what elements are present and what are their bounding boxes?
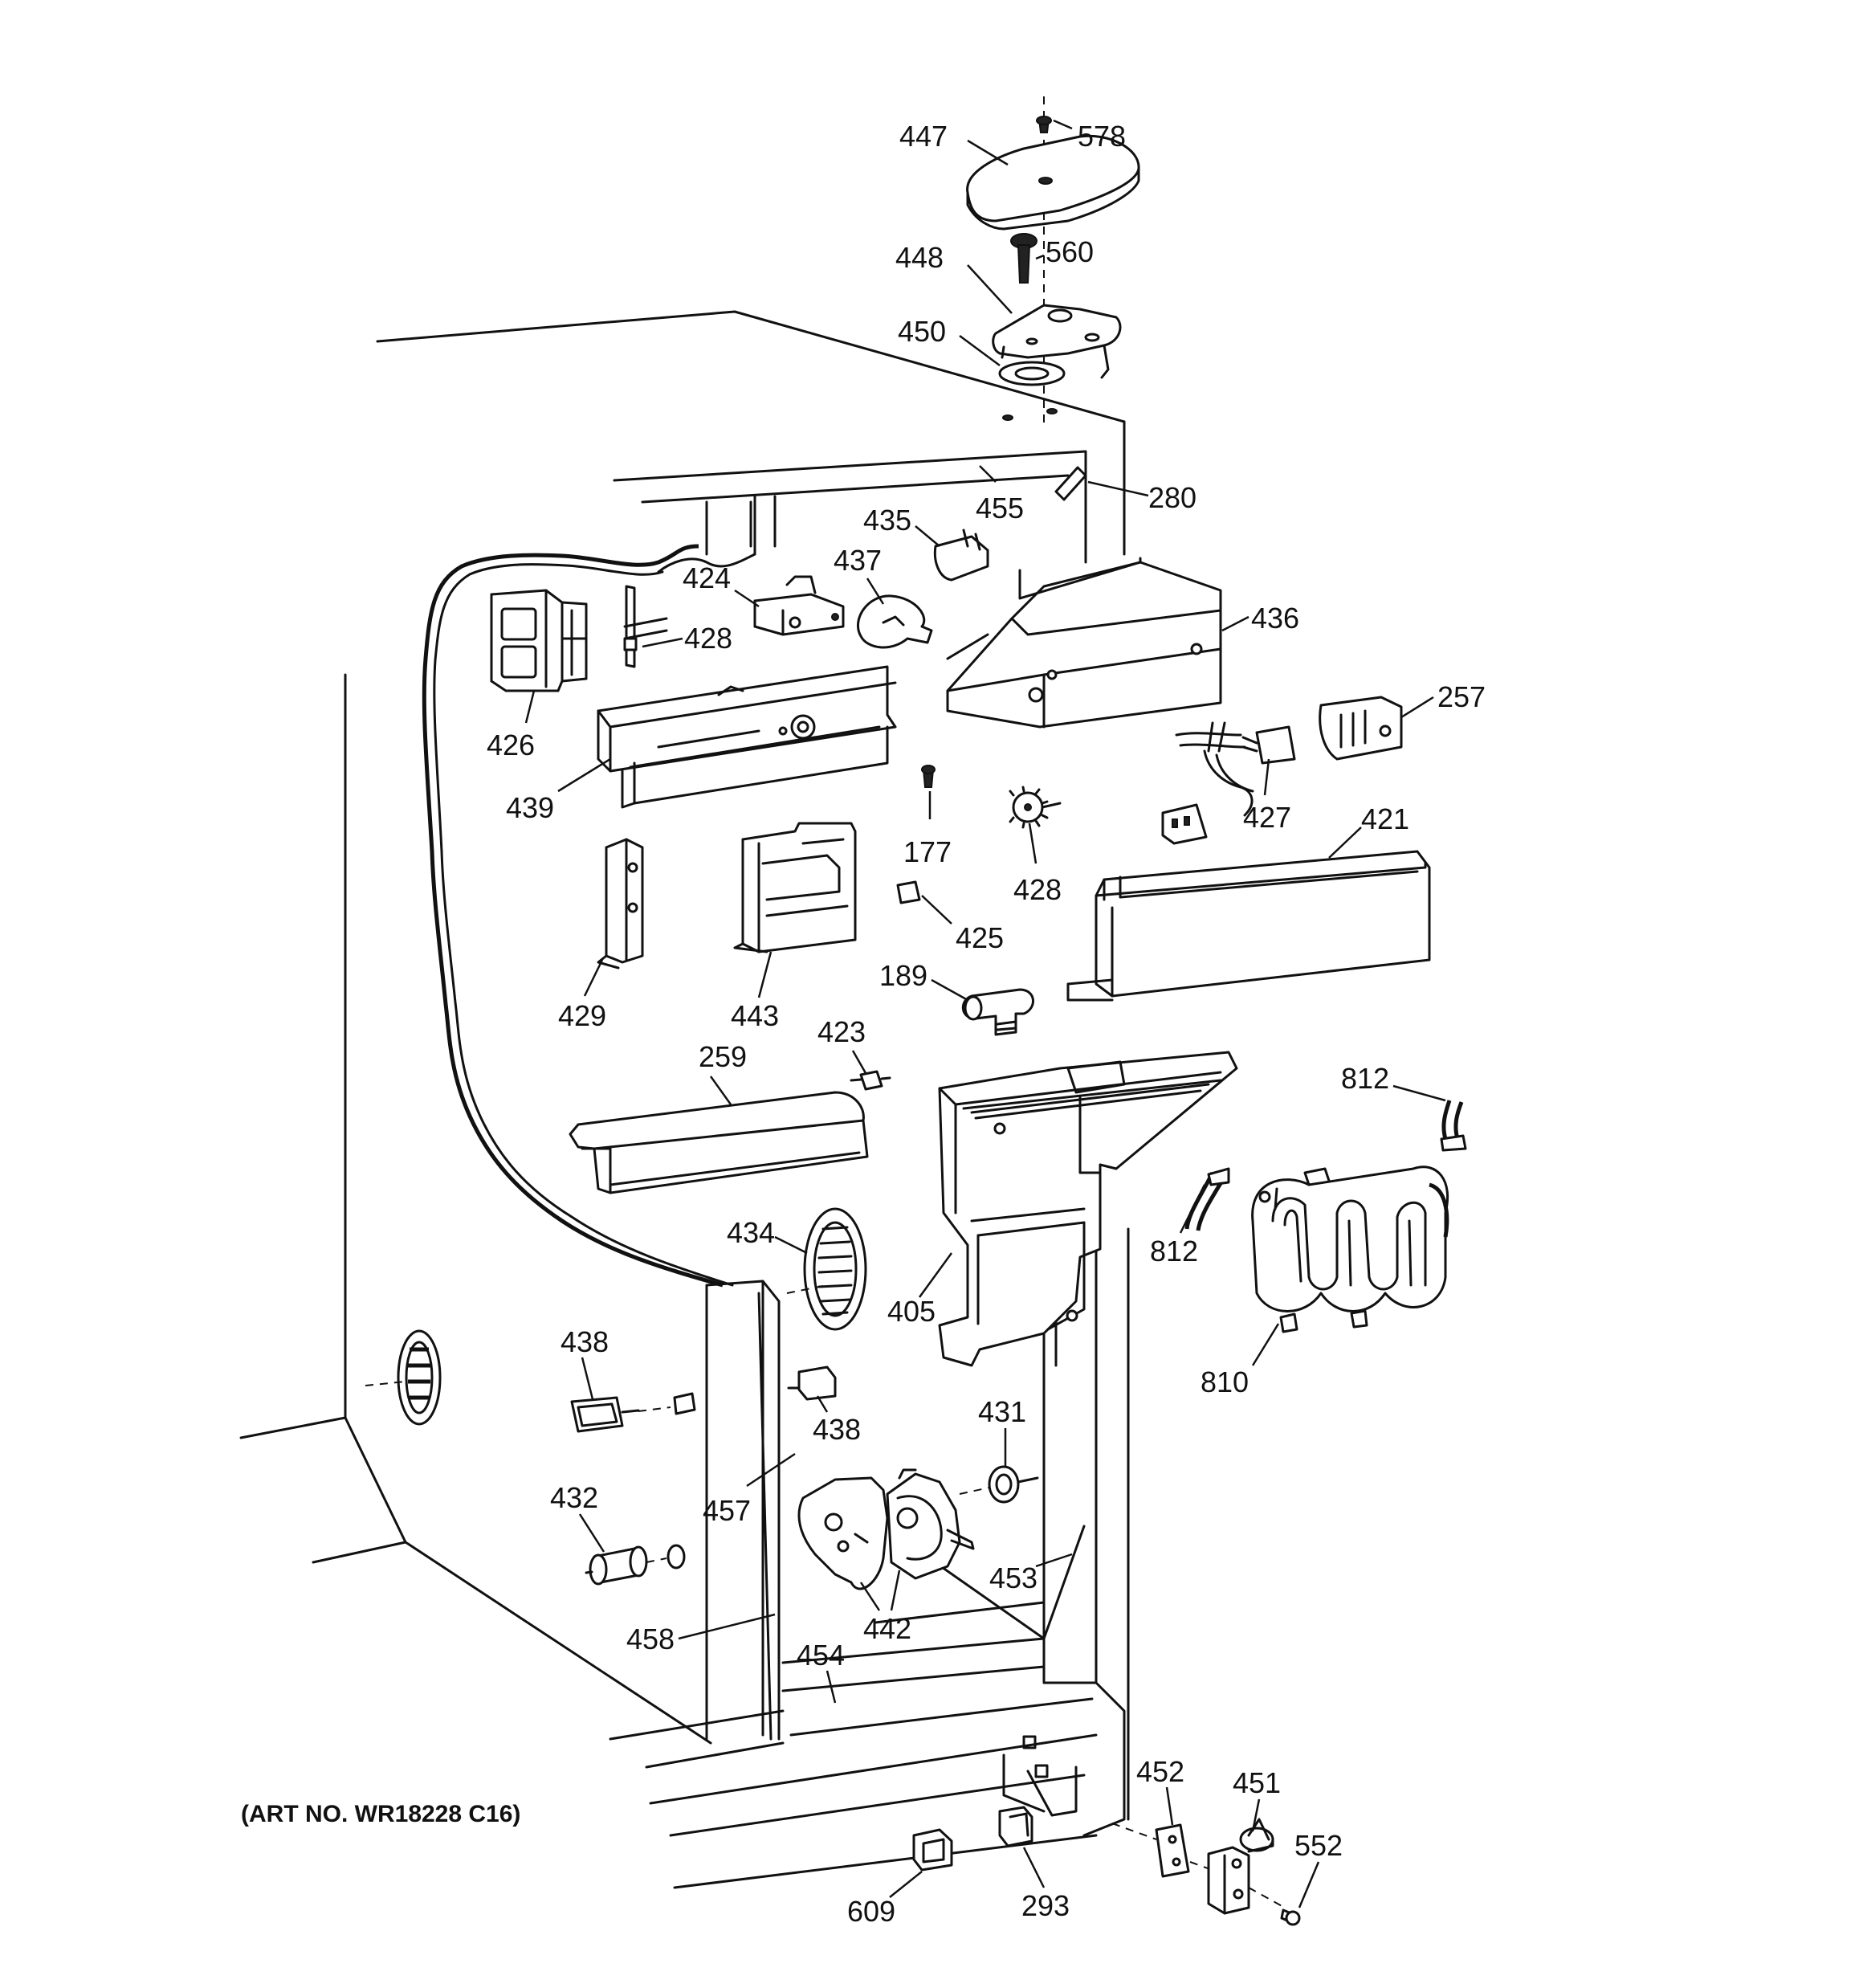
label-447: 447 [899,120,948,153]
upper-parts [490,466,1431,1091]
label-443: 443 [731,999,779,1032]
label-424: 424 [683,561,731,594]
label-578: 578 [1078,120,1126,153]
label-427: 427 [1243,801,1291,834]
label-428b: 428 [1013,873,1062,906]
label-431: 431 [978,1395,1026,1428]
label-560: 560 [1046,235,1094,268]
label-437: 437 [834,544,882,577]
label-438b: 438 [813,1413,861,1446]
part-labels: 447 578 448 560 450 280 455 435 437 424 … [241,120,1486,1928]
label-429: 429 [558,999,606,1032]
middle-parts [365,1051,1467,1433]
label-453: 453 [989,1561,1037,1594]
label-293: 293 [1021,1889,1070,1922]
label-432: 432 [550,1481,598,1514]
label-452: 452 [1136,1755,1184,1788]
label-405: 405 [887,1295,936,1328]
label-812a: 812 [1341,1062,1389,1095]
label-434: 434 [727,1216,775,1249]
label-455: 455 [976,492,1024,525]
leader-lines [524,119,1446,1908]
art-number: (ART NO. WR18228 C16) [241,1801,520,1827]
label-439: 439 [506,791,554,824]
label-812b: 812 [1150,1235,1198,1268]
label-428a: 428 [684,622,732,655]
label-552: 552 [1294,1829,1343,1862]
top-hinge-assembly [966,96,1140,426]
label-259: 259 [699,1040,747,1073]
label-425: 425 [956,921,1004,954]
label-454: 454 [797,1639,845,1672]
label-442: 442 [863,1612,911,1645]
label-457: 457 [703,1494,751,1527]
label-435: 435 [863,504,911,537]
label-448: 448 [895,241,944,274]
label-450: 450 [898,315,946,348]
label-438a: 438 [561,1325,609,1358]
label-421: 421 [1361,802,1409,835]
label-177: 177 [903,835,952,868]
label-257: 257 [1437,680,1486,713]
label-458: 458 [626,1623,675,1655]
label-189: 189 [879,959,927,992]
label-810: 810 [1201,1365,1249,1398]
label-609: 609 [847,1895,895,1928]
label-280: 280 [1148,481,1196,514]
lower-parts [585,1465,1301,1926]
label-436: 436 [1251,602,1299,635]
label-451: 451 [1233,1766,1281,1799]
label-423: 423 [817,1015,866,1048]
label-426: 426 [487,729,535,761]
